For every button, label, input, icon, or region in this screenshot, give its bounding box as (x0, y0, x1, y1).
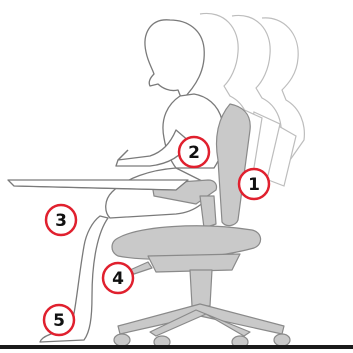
caster (114, 334, 130, 346)
marker-label: 3 (55, 211, 67, 231)
floor-line (0, 345, 353, 349)
chair-lever (130, 262, 152, 274)
marker-armrest: 2 (179, 137, 209, 167)
chair-arm-support (200, 196, 216, 228)
marker-label: 2 (188, 143, 200, 163)
chair-base (118, 304, 284, 334)
person-head (145, 20, 204, 100)
marker-backrest: 1 (239, 169, 269, 199)
desk (8, 180, 188, 190)
marker-seat: 4 (103, 263, 133, 293)
marker-floor: 5 (44, 305, 74, 335)
chair-backrest (217, 104, 251, 226)
marker-label: 1 (248, 175, 260, 195)
caster (274, 334, 290, 346)
chair-mechanism (148, 254, 240, 272)
chair-gas-lift (190, 270, 212, 306)
marker-label: 5 (53, 311, 65, 331)
marker-desk: 3 (46, 205, 76, 235)
marker-label: 4 (112, 269, 124, 289)
